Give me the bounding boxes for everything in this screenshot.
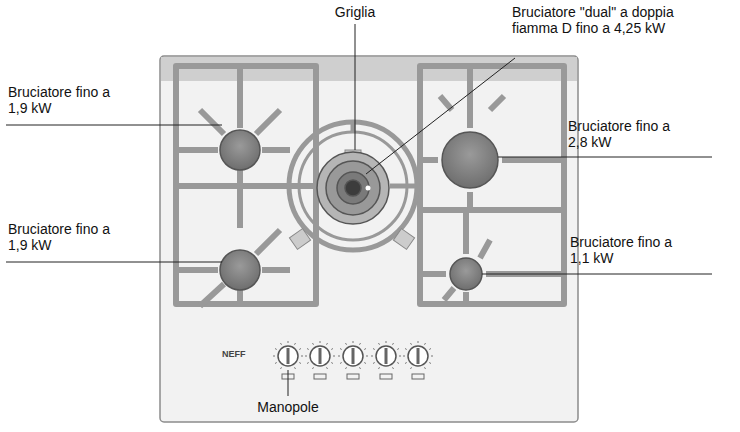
leader-line (6, 24, 712, 396)
knob-tick (379, 367, 380, 369)
knob-tick (301, 356, 303, 357)
burner-position-symbol (347, 374, 359, 379)
knob-tick (386, 341, 387, 343)
knob-tick (320, 341, 321, 343)
knob-grip (385, 348, 388, 364)
knob-tick (331, 349, 333, 350)
part-label: Bruciatore fino a 1,9 kW (8, 221, 133, 253)
knob-tick (333, 356, 335, 357)
part-label: Bruciatore fino a 2,8 kW (568, 118, 693, 150)
knob-tick (399, 356, 401, 357)
knob-tick (327, 343, 328, 345)
knob-tick (373, 349, 375, 350)
burner-position-symbol (412, 374, 424, 379)
knob-tick (307, 349, 309, 350)
knob-tick (340, 349, 342, 350)
part-label: Bruciatore "dual" a doppia fiamma D fino… (512, 4, 722, 36)
knob (278, 346, 298, 366)
knob-tick (364, 363, 366, 364)
knob-tick (379, 343, 380, 345)
knob-tick (411, 367, 412, 369)
knob-tick (360, 367, 361, 369)
knob-tick (299, 349, 301, 350)
knob-tick (425, 367, 426, 369)
knob-tick (397, 349, 399, 350)
knob-tick (305, 356, 307, 357)
knob-tick (405, 363, 407, 364)
knob (408, 346, 428, 366)
knob-tick (371, 356, 373, 357)
knob-tick (397, 363, 399, 364)
knob-tick (425, 343, 426, 345)
knob-tick (393, 343, 394, 345)
knob-tick (429, 363, 431, 364)
knob-tick (403, 356, 405, 357)
part-label: Bruciatore fino a 1,1 kW (570, 234, 695, 266)
knob-tick (411, 343, 412, 345)
grate-tab (289, 150, 414, 249)
knob-grip (287, 348, 290, 364)
knob-tick (340, 363, 342, 364)
knob-tick (373, 363, 375, 364)
knob-tick (346, 367, 347, 369)
knob-tick (313, 367, 314, 369)
hob-panel (160, 56, 578, 422)
knob-tick (281, 367, 282, 369)
knob-grip (319, 348, 322, 364)
knob-tick (431, 356, 433, 357)
knob-tick (327, 367, 328, 369)
part-label: Bruciatore fino a 1,9 kW (8, 84, 133, 116)
knob-tick (281, 343, 282, 345)
knob-tick (275, 349, 277, 350)
knob-tick (429, 349, 431, 350)
knob-tick (273, 356, 275, 357)
knob-tick (353, 341, 354, 343)
knob (343, 346, 363, 366)
brand-logo: NEFF (222, 349, 254, 360)
knob-tick (307, 363, 309, 364)
right-grate (420, 66, 564, 304)
knob-tick (295, 367, 296, 369)
knob-grip (417, 348, 420, 364)
dual-burner (317, 152, 389, 224)
knob-tick (364, 349, 366, 350)
knob-tick (366, 356, 368, 357)
knob-tick (275, 363, 277, 364)
burner (220, 130, 498, 290)
control-knobs (273, 341, 433, 379)
knob (310, 346, 330, 366)
knob-tick (346, 343, 347, 345)
knob-tick (313, 343, 314, 345)
knob-tick (405, 349, 407, 350)
knob-tick (299, 363, 301, 364)
burner-position-symbol (380, 374, 392, 379)
knob-tick (393, 367, 394, 369)
knob-tick (331, 363, 333, 364)
part-label: Manopole (238, 399, 338, 415)
center-grate (289, 122, 417, 250)
knob-tick (288, 341, 289, 343)
part-label: Griglia (315, 4, 395, 20)
knob (376, 346, 396, 366)
burner-position-symbol (314, 374, 326, 379)
knob-grip (352, 348, 355, 364)
knob-tick (295, 343, 296, 345)
knob-tick (360, 343, 361, 345)
knob-tick (418, 341, 419, 343)
knob-tick (338, 356, 340, 357)
